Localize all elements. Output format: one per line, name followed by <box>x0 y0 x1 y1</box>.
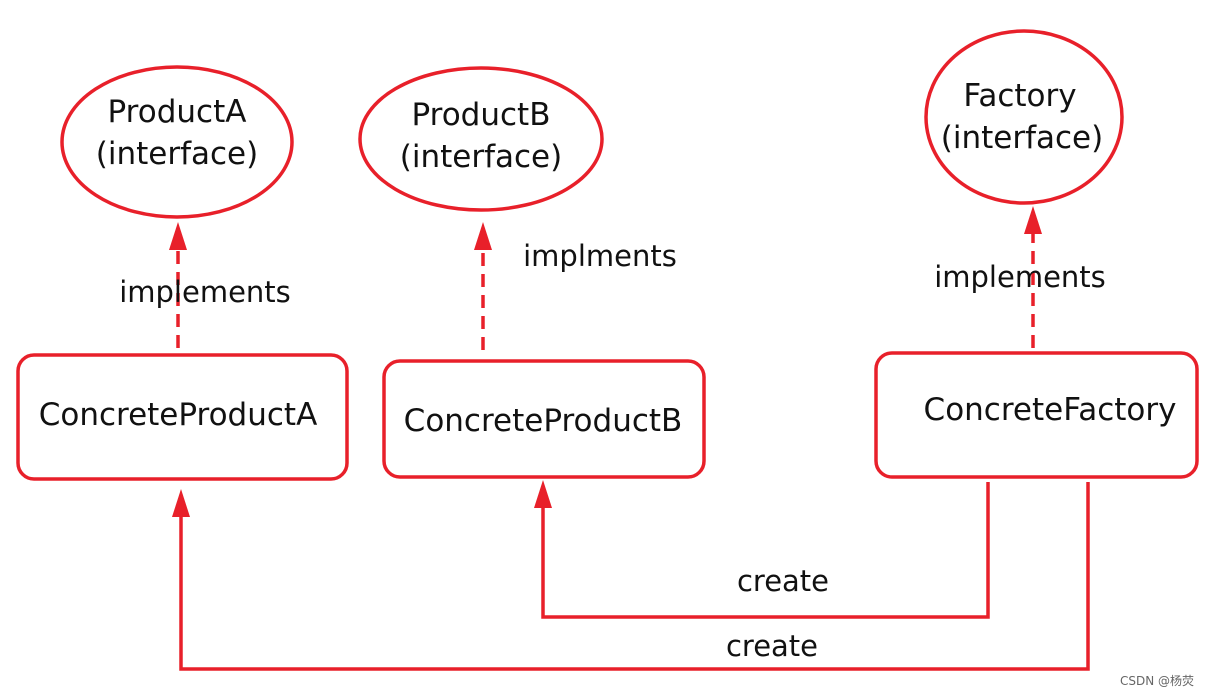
factory-interface-node: Factory (interface) <box>924 29 1124 205</box>
product-b-name: ProductB <box>412 97 551 133</box>
implements-edge-b: implments <box>474 222 677 350</box>
create-label-b: create <box>737 564 829 598</box>
product-b-interface-node: ProductB (interface) <box>358 66 604 212</box>
concrete-factory-label: ConcreteFactory <box>924 392 1177 428</box>
concrete-product-b-node: ConcreteProductB <box>382 359 706 479</box>
concrete-product-b-label: ConcreteProductB <box>404 403 683 439</box>
concrete-factory-node: ConcreteFactory <box>874 351 1199 479</box>
watermark: CSDN @杨荧 <box>1119 674 1194 688</box>
factory-name: Factory <box>963 78 1076 114</box>
product-a-name: ProductA <box>108 94 247 130</box>
implements-label-b: implments <box>523 239 677 273</box>
implements-label-a: implements <box>119 275 291 309</box>
factory-kind: (interface) <box>941 120 1103 156</box>
arrowhead-icon <box>169 222 187 250</box>
create-edge-a: create <box>172 482 1090 671</box>
concrete-product-a-node: ConcreteProductA <box>16 353 349 481</box>
arrowhead-icon <box>534 480 552 508</box>
implements-edge-factory: implements <box>934 206 1106 348</box>
create-label-a: create <box>726 629 818 663</box>
arrowhead-icon <box>474 222 492 250</box>
product-a-kind: (interface) <box>96 136 258 172</box>
implements-edge-a: implements <box>119 222 291 348</box>
arrowhead-icon <box>1024 206 1042 234</box>
create-edge-b: create <box>534 480 990 619</box>
product-a-interface-node: ProductA (interface) <box>60 65 294 219</box>
arrowhead-icon <box>172 489 190 517</box>
implements-label-factory: implements <box>934 260 1106 294</box>
product-b-kind: (interface) <box>400 139 562 175</box>
concrete-product-a-label: ConcreteProductA <box>39 397 318 433</box>
